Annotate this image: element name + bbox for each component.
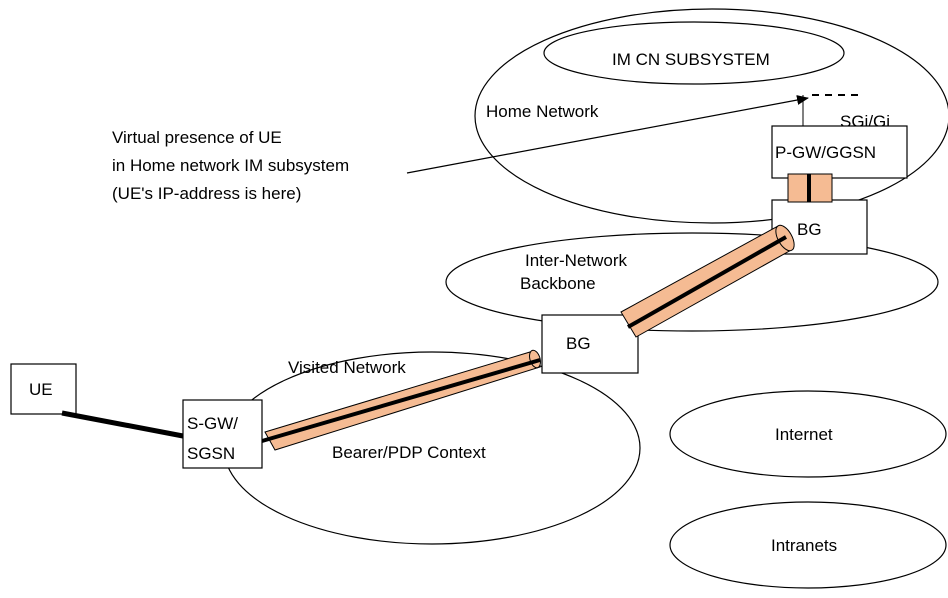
sgw-sgsn-box[interactable] — [182, 399, 263, 469]
pgw-ggsn-box[interactable] — [771, 125, 908, 179]
virtual-presence-line2: in Home network IM subsystem — [112, 156, 349, 175]
virtual-presence-line1: Virtual presence of UE — [112, 128, 282, 147]
virtual-presence-line3: (UE's IP-address is here) — [112, 184, 301, 203]
intranets-label: Intranets — [771, 536, 837, 555]
pgw-ggsn-label: P-GW/GGSN — [775, 143, 876, 162]
internet-label: Internet — [775, 425, 833, 444]
internet-ellipse — [669, 390, 947, 478]
virtual-presence-arrow — [406, 95, 809, 174]
home-network-label: Home Network — [486, 102, 599, 121]
ue-box[interactable] — [10, 363, 77, 415]
ue-label: UE — [29, 380, 53, 399]
visited-network-label: Visited Network — [288, 358, 406, 377]
inter-network-label-line2: Backbone — [520, 274, 596, 293]
sgw-label-line2: SGSN — [187, 444, 235, 463]
bg-visited-label: BG — [566, 334, 591, 353]
im-cn-subsystem-ellipse — [543, 21, 845, 85]
bearer-line-backbone — [627, 235, 787, 329]
bearer-pdp-context-label: Bearer/PDP Context — [332, 443, 486, 462]
ue-sgw-link — [61, 410, 184, 439]
bearer-line-visited — [261, 358, 541, 443]
sgw-label-line1: S-GW/ — [187, 414, 238, 433]
inter-network-label-line1: Inter-Network — [525, 251, 628, 270]
bg-home-label: BG — [797, 220, 822, 239]
intranets-ellipse — [669, 501, 947, 589]
bg-visited-box[interactable] — [541, 314, 639, 374]
im-cn-subsystem-label: IM CN SUBSYSTEM — [612, 50, 770, 69]
